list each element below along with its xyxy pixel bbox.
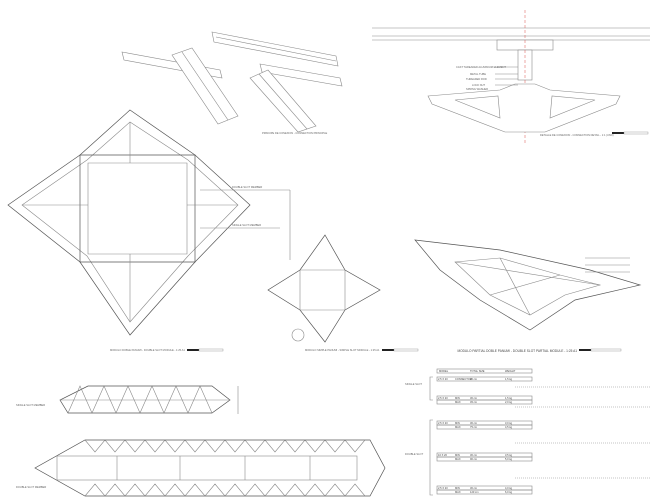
- partial-module-title: MODULO PARTIAL DOBLE PANUMI - DOUBLE SLO…: [457, 349, 577, 353]
- table-cell: MIN: [455, 396, 460, 400]
- double-slot-module-drawing: DOUBLE SLOT MEMBER SINGLE SLOT MEMBER MO…: [7, 109, 291, 352]
- table-row: [436, 399, 533, 405]
- table-cell: 2,5 X 20: [438, 377, 448, 381]
- single-module-title: MODULO SIMPLE PANUMI - SIMPLE SLOT MODUL…: [305, 348, 380, 352]
- single-slot-module-drawing: MODULO SIMPLE PANUMI - SIMPLE SLOT MODUL…: [267, 234, 419, 352]
- table-cell: 1,5 kg: [505, 396, 513, 400]
- connection-detail-drawing: CAST THREADED ALUMINIUM ELEMENT METAL TU…: [372, 10, 650, 145]
- table-row: [436, 376, 533, 382]
- table-cell: 10 X 20: [438, 453, 447, 457]
- table-row: [436, 489, 533, 495]
- partial-module-drawing: MODULO PARTIAL DOBLE PANUMI - DOUBLE SLO…: [414, 239, 642, 353]
- table-cell: 90 cm: [470, 457, 477, 461]
- table-header: MODEL: [439, 369, 449, 373]
- callout-label: METAL TUBE: [470, 72, 486, 76]
- table-cell: 3,0 kg: [505, 421, 513, 425]
- table-row: [436, 395, 533, 401]
- table-cell: MAX: [455, 425, 461, 429]
- table-header: TOTAL SIZE: [470, 369, 485, 373]
- table-cell: 30 cm: [470, 486, 477, 490]
- member-label: SINGLE SLOT MEMBER: [16, 403, 45, 407]
- table-cell: 2,5 X 20: [438, 421, 448, 425]
- member-label: SINGLE SLOT MEMBER: [232, 223, 261, 227]
- table-cell: 45 cm: [470, 400, 477, 404]
- table-row: [436, 456, 533, 462]
- table-row: [436, 424, 533, 430]
- table-row: [436, 485, 533, 491]
- table-cell: MIN: [455, 486, 460, 490]
- group-label: DOUBLE SLOT: [405, 452, 424, 456]
- double-module-title: MODULO DOBLE PANUMI - DOUBLE SLOT MODULE…: [110, 348, 185, 352]
- table-cell: MAX: [455, 457, 461, 461]
- callout-label: CAST THREADED ALUMINIUM ELEMENT: [456, 65, 506, 69]
- callout-label: LOCK NUT: [472, 83, 486, 87]
- table-row: [436, 420, 533, 426]
- table-cell: 5,0 kg: [505, 457, 513, 461]
- table-cell: CONNECTOR: [455, 377, 472, 381]
- table-cell: 3,5 kg: [505, 453, 513, 457]
- table-header: WEIGHT: [505, 369, 516, 373]
- connection-detail-title: DETALLE DE CONEXION - CONNECTION DETAIL …: [540, 133, 614, 137]
- member-table: MODEL TOTAL SIZE WEIGHT SINGLE SLOT DOUB…: [405, 368, 650, 496]
- table-cell: 4,5 kg: [505, 425, 513, 429]
- table-cell: 30 cm: [470, 377, 477, 381]
- table-cell: 30 cm: [470, 421, 477, 425]
- table-cell: 6,0 kg: [505, 490, 513, 494]
- table-cell: 30 cm: [470, 453, 477, 457]
- table-cell: MAX: [455, 400, 461, 404]
- table-cell: MIN: [455, 453, 460, 457]
- table-cell: MAX: [455, 490, 461, 494]
- table-cell: 1,5 kg: [505, 377, 513, 381]
- connection-principle-drawing: PRINCIPE DE CONEXION - CONNECTION PRINCI…: [121, 31, 343, 135]
- table-cell: 4,0 kg: [505, 486, 513, 490]
- members-elevation: SINGLE SLOT MEMBER DOUBLE SLOT MEMBER: [16, 385, 386, 497]
- table-cell: 2,5 X 20: [438, 486, 448, 490]
- table-cell: 120 cm: [470, 490, 479, 494]
- table-cell: MIN: [455, 421, 460, 425]
- table-cell: 75 cm: [470, 425, 477, 429]
- table-cell: 30 cm: [470, 396, 477, 400]
- connection-principle-title: PRINCIPE DE CONEXION - CONNECTION PRINCI…: [262, 131, 328, 135]
- table-cell: 2,5 X 20: [438, 396, 448, 400]
- group-label: SINGLE SLOT: [405, 382, 422, 386]
- callout-label: SPRING WASHER: [466, 87, 488, 91]
- table-row: [436, 452, 533, 458]
- table-cell: 2,0 kg: [505, 400, 513, 404]
- member-label: DOUBLE SLOT MEMBER: [232, 185, 262, 189]
- member-label: DOUBLE SLOT MEMBER: [16, 485, 46, 489]
- callout-label: THREADED ROD: [466, 77, 487, 81]
